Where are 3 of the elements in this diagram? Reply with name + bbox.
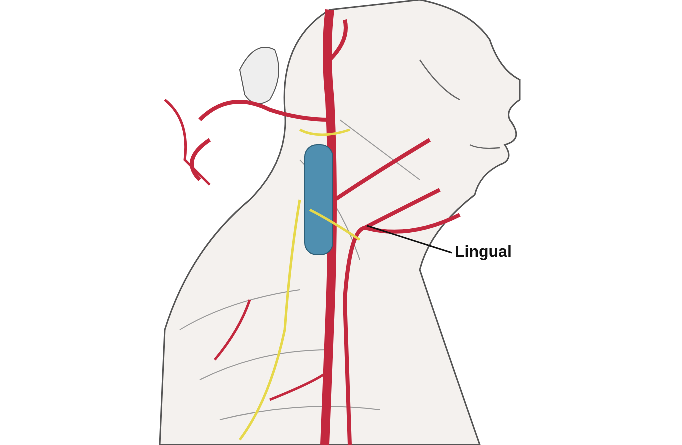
- artery-branch: [364, 213, 461, 234]
- leader-line: [366, 225, 452, 254]
- part-label: Lingual: [455, 244, 512, 262]
